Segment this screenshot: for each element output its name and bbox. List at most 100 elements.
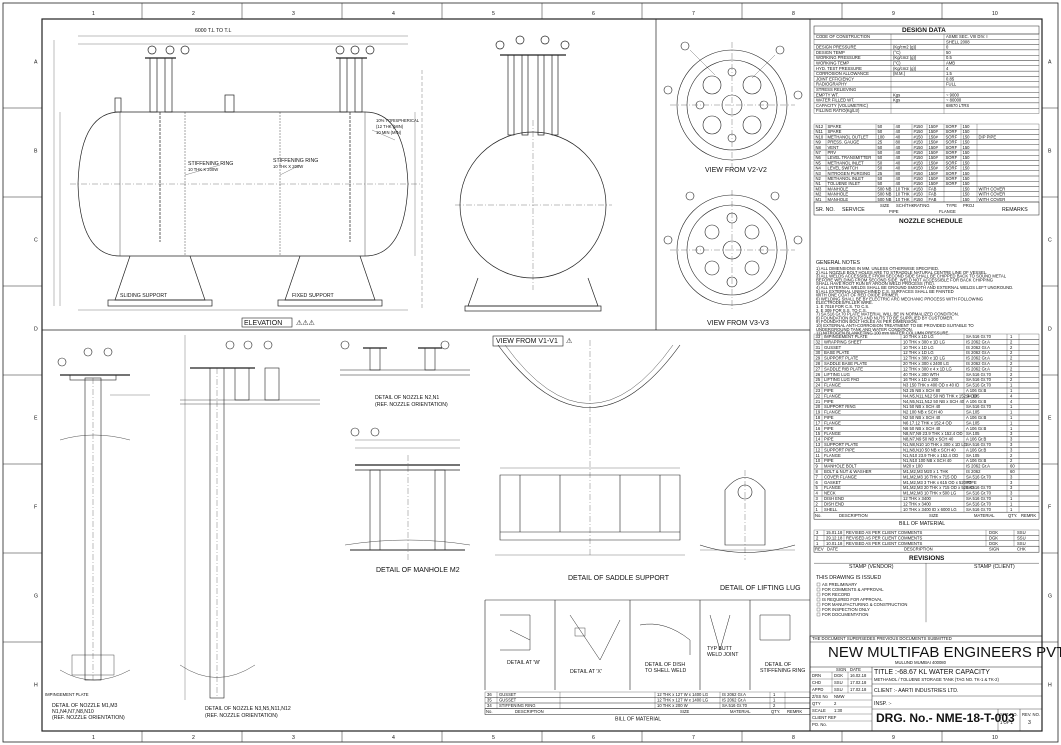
bom-no: 6 [816,480,819,485]
zone-row-right: C [1048,238,1052,244]
nozzle-cell: #150 [914,171,924,176]
bom-qty: 2 [1010,458,1013,463]
client-name: CLIENT :- AARTI INDUSTRIES LTD. [874,688,958,694]
nozzle-cell: 50 [878,145,883,150]
zone-row-right: B [1048,149,1052,155]
company-address: MULUND MUMBAI 400080 [895,660,947,665]
bom-desc: FLANGE [824,485,841,490]
nozzle-cell: 150 [963,181,971,186]
nozzle-cell: SORF [946,176,958,181]
zone-row-left: H [34,683,38,689]
nozzle-cell: SORF [946,171,958,176]
nozzle-cell: MANHOLE [828,197,849,202]
zone-row-left: G [34,594,38,600]
bom-no: 18 [816,415,821,420]
rev-chk: SSU [1017,535,1026,540]
design-data-label: STRESS RELIEVING [816,87,856,92]
bom-desc: LIFTING LUG PAD [824,377,859,382]
rev-desc: REVISED AS PER CLIENT COMMENTS [846,535,922,540]
nozzle-m1-title-2: N1,N4,N7,N8,N10 [52,709,94,715]
nozzle-cell: 10 THK [896,186,910,191]
nozzle-cell: 40 [896,129,901,134]
bom-material: SA 516 Gr.70 [966,383,992,388]
manhole-detail [344,427,471,560]
nozzle-header: REMARKS [1002,207,1028,213]
bom-size: N6 50 NB x SCH 40 [903,426,941,431]
rev-date: 10.01.18 [826,541,843,546]
bom-no: 33 [816,334,821,339]
bom-bottom-size: 10 THK x 200 W [657,703,688,708]
bom-qty: 2 [1010,345,1013,350]
nozzle-cell: 150 [963,140,971,145]
rev-no: 3 [816,530,819,535]
bom-material: SA 516 Gr.70 [966,496,992,501]
zone-col-top: 3 [292,11,295,17]
nozzle-cell: #150 [914,160,924,165]
bom-no: 20 [816,404,821,409]
design-data-unit: (°C) [893,61,901,66]
bom-size: M20 x 100 [903,464,923,469]
nozzle-cell: 150 [963,145,971,150]
bom-bottom-qty: 1 [773,692,776,697]
bom-material: SA 516 Gr.70 [966,377,992,382]
typ-butt-title-2: WELD JOINT [707,652,739,658]
bom-no: 9 [816,464,819,469]
title-row-label: SCALE [812,708,826,713]
bom-header: DESCRIPTION [839,513,868,518]
bom-qty: 2 [1010,453,1013,458]
bom-material: A 106 Gr.B [966,447,986,452]
nozzle-cell: #150 [914,150,924,155]
issue-item: FOR DOCUMENTATION [822,612,868,617]
nozzle-cell: 80 [896,140,901,145]
stiffening-ring-label-1: STIFFENING RING [188,161,233,167]
view-v1-title: VIEW FROM V1-V1 [496,338,558,345]
zone-row-right: D [1048,327,1052,333]
bom-bottom-size: 12 THK x 127 W x 1400 LG [657,692,708,697]
zone-col-top: 4 [392,11,395,17]
nozzle-cell: #150 [914,140,924,145]
bom-title: BILL OF MATERIAL [899,521,945,527]
nozzle-cell: SORF [946,129,958,134]
title-row-label: Z/SS No [812,694,828,699]
nozzle-cell: 150# [929,140,939,145]
nozzle-cell: N4 [816,166,822,171]
nozzle-cell: #150 [914,181,924,186]
nozzle-cell: M3 [816,186,822,191]
nozzle-sub: PIPE [889,209,899,214]
bom-size: N8,N7,N9 50 NB x SCH 40 [903,437,954,442]
bom-desc: SUPPORT PLATE [824,356,858,361]
bom-desc: SADDLE BASE PLATE [824,361,867,366]
nozzle-cell: SORF [946,166,958,171]
bom-size: 10 THK x 1D LG [903,345,934,350]
bom-desc: DISH END [824,501,844,506]
title-line-2: METHANOL / TOLUENE STORAGE TANK (TAG NO.… [874,677,999,682]
bom-material: A 106 Gr.B [966,426,986,431]
bom-no: 16 [816,426,821,431]
bom-desc: PIPE [824,388,834,393]
elevation-title-block: ELEVATION ⚠⚠⚠ [241,317,315,328]
elevation-dim-top: 6000 T.L TO T.L [195,28,231,34]
bom-size: N4,N5,N11,N12 50 NB x SCH 40 [903,399,965,404]
general-note-line: 1) ALL DIMENSIONS IN MM. UNLESS OTHERWIS… [816,266,939,271]
bom-desc: SUPPORT PLATE [824,442,858,447]
nozzle-cell: VENT [828,145,840,150]
design-data-title: DESIGN DATA [902,27,946,34]
nozzle-cell: 10 THK [896,192,910,197]
bom-size: N3 150 THK x 400 OD x 40 ID [903,383,959,388]
stiffening-ring-label-2: STIFFENING RING [273,158,318,164]
rev-chk: SSU [1017,530,1026,535]
zone-col-bottom: 2 [192,735,195,741]
nozzle-cell: LEVEL SWITCH [828,166,859,171]
general-note-line: WITH ONE COAT OF RED OXIDE PRIMER. [816,293,899,298]
bom-desc: GASKET [824,480,841,485]
design-data-label: DESIGN TEMP [816,50,845,55]
nozzle-n2-title-2: (REF. NOZZLE ORIENTATION) [375,402,448,408]
bom-size: N1,N8,N10 10 THK x 300 x 1D LG [903,442,967,447]
bom-material: A 106 Gr.B [966,415,986,420]
general-note-line: 1. E 7018 FOR C.S. TO C.S. [816,304,869,309]
detail-dish-title-2: TO SHELL WELD [645,668,686,674]
nozzle-cell: #150 [914,176,924,181]
design-data-value: 0 [946,45,949,50]
bom-desc: BASE PLATE [824,350,849,355]
